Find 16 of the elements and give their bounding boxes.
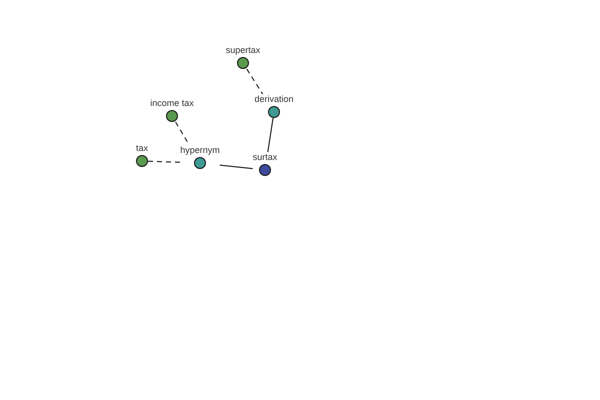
node-label: derivation bbox=[254, 94, 294, 105]
connector bbox=[219, 164, 254, 170]
dashed-connector bbox=[246, 68, 264, 94]
graph-node bbox=[254, 94, 294, 118]
graph-node bbox=[150, 98, 194, 122]
graph-node bbox=[136, 143, 148, 167]
node-label: tax bbox=[136, 143, 148, 154]
graph-node bbox=[180, 145, 220, 169]
node-label: surtax bbox=[252, 152, 278, 163]
dashed-connector bbox=[148, 160, 181, 163]
node-label: income tax bbox=[150, 98, 194, 109]
graph-node bbox=[252, 152, 278, 176]
node-label: hypernym bbox=[180, 145, 220, 156]
node-label: supertax bbox=[226, 45, 260, 56]
graph-node bbox=[226, 45, 260, 69]
connector bbox=[267, 118, 274, 152]
